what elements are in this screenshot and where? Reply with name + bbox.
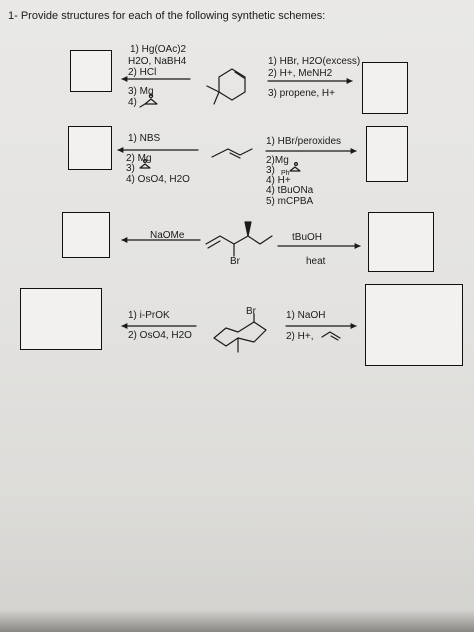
- answer-box-2-right[interactable]: [366, 126, 408, 182]
- s3-right-reagent-1: tBuOH: [292, 232, 323, 243]
- s2-epoxide-icon-right: [289, 162, 301, 172]
- s1-right-reagent-1: 1) HBr, H2O(excess): [268, 56, 361, 67]
- s2-propene-structure: [211, 148, 253, 159]
- answer-box-3-right[interactable]: [368, 212, 434, 272]
- s3-bromoalkene-structure: [205, 221, 273, 257]
- s1-dimethylcyclohexene-structure: [206, 68, 246, 105]
- s4-right-reagent-2: 2) H+,: [286, 331, 314, 342]
- s1-left-reagent-4: 3) Mg: [128, 86, 154, 97]
- s2-right-reagent-6: 5) mCPBA: [266, 196, 314, 207]
- answer-box-4-left[interactable]: [20, 288, 102, 350]
- answer-box-1-left[interactable]: [70, 50, 112, 92]
- answer-box-1-right[interactable]: [362, 62, 408, 114]
- answer-box-4-right[interactable]: [365, 284, 463, 366]
- s4-bromo-label: Br: [246, 306, 256, 317]
- s1-epoxide-icon: [139, 93, 158, 108]
- s4-left-reagent-2: 2) OsO4, H2O: [128, 330, 192, 341]
- s2-right-reagent-2: 2)Mg: [266, 155, 289, 166]
- s2-left-reagent-4: 4) OsO4, H2O: [126, 174, 190, 185]
- s4-chair-cyclohexane-structure: [213, 313, 267, 353]
- s2-phenyl-label: Ph: [281, 170, 290, 177]
- s2-right-reagent-4: 4) H+: [266, 175, 291, 186]
- s2-right-reagent-3: 3): [266, 165, 275, 176]
- s1-right-reagent-3: 3) propene, H+: [268, 88, 335, 99]
- question-heading: 1- Provide structures for each of the fo…: [8, 10, 326, 22]
- s1-right-reagent-2: 2) H+, MeNH2: [268, 68, 333, 79]
- s4-propene-reagent: [321, 331, 341, 341]
- s2-right-reagent-5: 4) tBuONa: [266, 185, 314, 196]
- s3-left-reagent: NaOMe: [150, 230, 185, 241]
- s1-left-reagent-3: 2) HCl: [128, 67, 157, 78]
- s2-left-reagent-3: 3): [126, 163, 135, 174]
- s1-left-reagent-2: H2O, NaBH4: [128, 56, 187, 67]
- answer-box-3-left[interactable]: [62, 212, 110, 258]
- s4-left-reagent-1: 1) i-PrOK: [128, 310, 170, 321]
- s3-bromo-label: Br: [230, 256, 240, 267]
- s2-left-reagent-2: 2) Mg: [126, 153, 152, 164]
- s1-left-reagent-1: 1) Hg(OAc)2: [130, 44, 187, 55]
- page-bottom-shadow: [0, 610, 474, 632]
- s2-epoxide-icon-left: [139, 159, 151, 169]
- answer-box-2-left[interactable]: [68, 126, 112, 170]
- s2-right-reagent-1: 1) HBr/peroxides: [266, 136, 342, 147]
- s4-right-reagent-1: 1) NaOH: [286, 310, 326, 321]
- s3-right-reagent-2: heat: [306, 256, 326, 267]
- s2-left-reagent-1: 1) NBS: [128, 133, 161, 144]
- s1-left-reagent-5: 4): [128, 97, 137, 108]
